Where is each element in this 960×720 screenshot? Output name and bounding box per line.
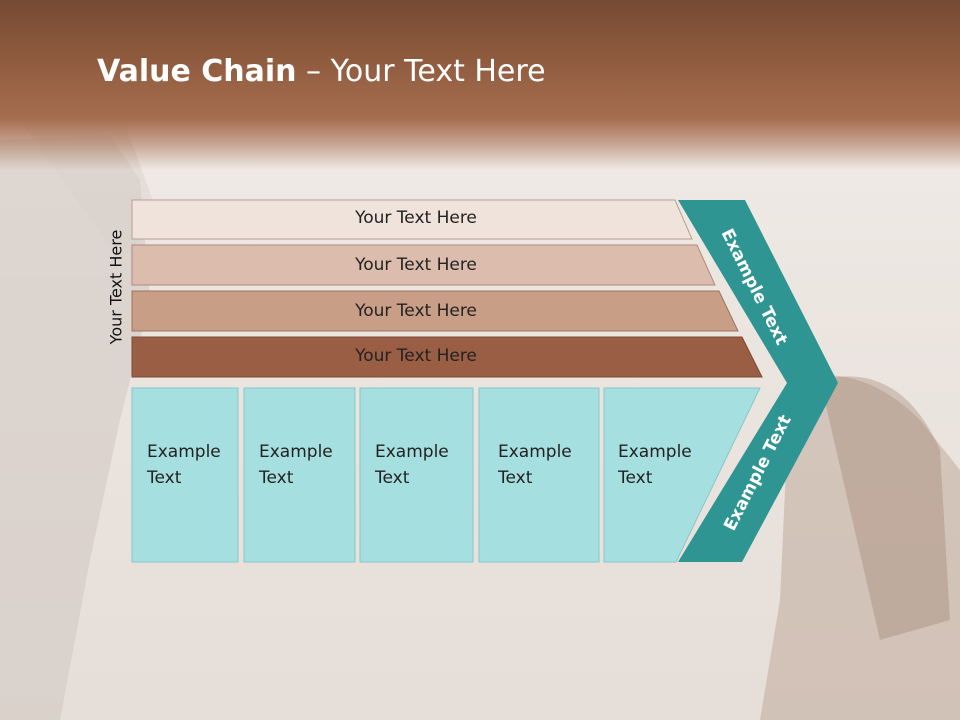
column-1-shape — [131, 387, 239, 563]
reflection-column-3 — [359, 566, 474, 720]
column-5-shape — [603, 387, 761, 563]
column-5-label: Example Text — [618, 439, 692, 491]
column-2-label: Example Text — [259, 439, 333, 491]
reflection-column-2 — [243, 566, 356, 720]
column-3-label: Example Text — [375, 439, 449, 491]
column-5-line-1: Example — [618, 442, 692, 462]
column-4-line-2: Text — [498, 468, 533, 488]
background-person-left — [0, 135, 150, 720]
column-3-line-1: Example — [375, 442, 449, 462]
column-4-shape — [478, 387, 600, 563]
bar-4-shape — [131, 336, 763, 378]
column-1-line-2: Text — [147, 468, 182, 488]
column-5-line-2: Text — [618, 468, 653, 488]
title-banner — [0, 0, 960, 170]
column-2-shape — [243, 387, 356, 563]
bar-3-shape — [131, 290, 739, 332]
slide-title: Value Chain – Your Text Here — [97, 54, 546, 89]
bar-4-label: Your Text Here — [355, 346, 477, 366]
reflection-column-1 — [131, 566, 239, 720]
column-2-line-2: Text — [259, 468, 294, 488]
bar-3-label: Your Text Here — [355, 301, 477, 321]
title-rest: – Your Text Here — [296, 54, 546, 89]
bar-1-label: Your Text Here — [355, 208, 477, 228]
bar-1-shape — [131, 199, 693, 240]
chevron-top-shape — [678, 200, 838, 383]
reflection-column-4 — [478, 566, 600, 720]
reflection — [131, 566, 825, 720]
column-1-line-1: Example — [147, 442, 221, 462]
chevron-bottom-shape — [678, 383, 838, 562]
background-hair — [820, 376, 950, 640]
column-4-label: Example Text — [498, 439, 572, 491]
title-bold: Value Chain — [97, 54, 297, 89]
bar-2-label: Your Text Here — [355, 255, 477, 275]
column-4-line-1: Example — [498, 442, 572, 462]
column-3-line-2: Text — [375, 468, 410, 488]
background-person-right — [760, 375, 960, 720]
bar-2-shape — [131, 244, 716, 286]
column-1-label: Example Text — [147, 439, 221, 491]
reflection-column-5 — [603, 566, 751, 720]
reflection-chevron — [678, 567, 825, 720]
column-2-line-1: Example — [259, 442, 333, 462]
column-3-shape — [359, 387, 474, 563]
